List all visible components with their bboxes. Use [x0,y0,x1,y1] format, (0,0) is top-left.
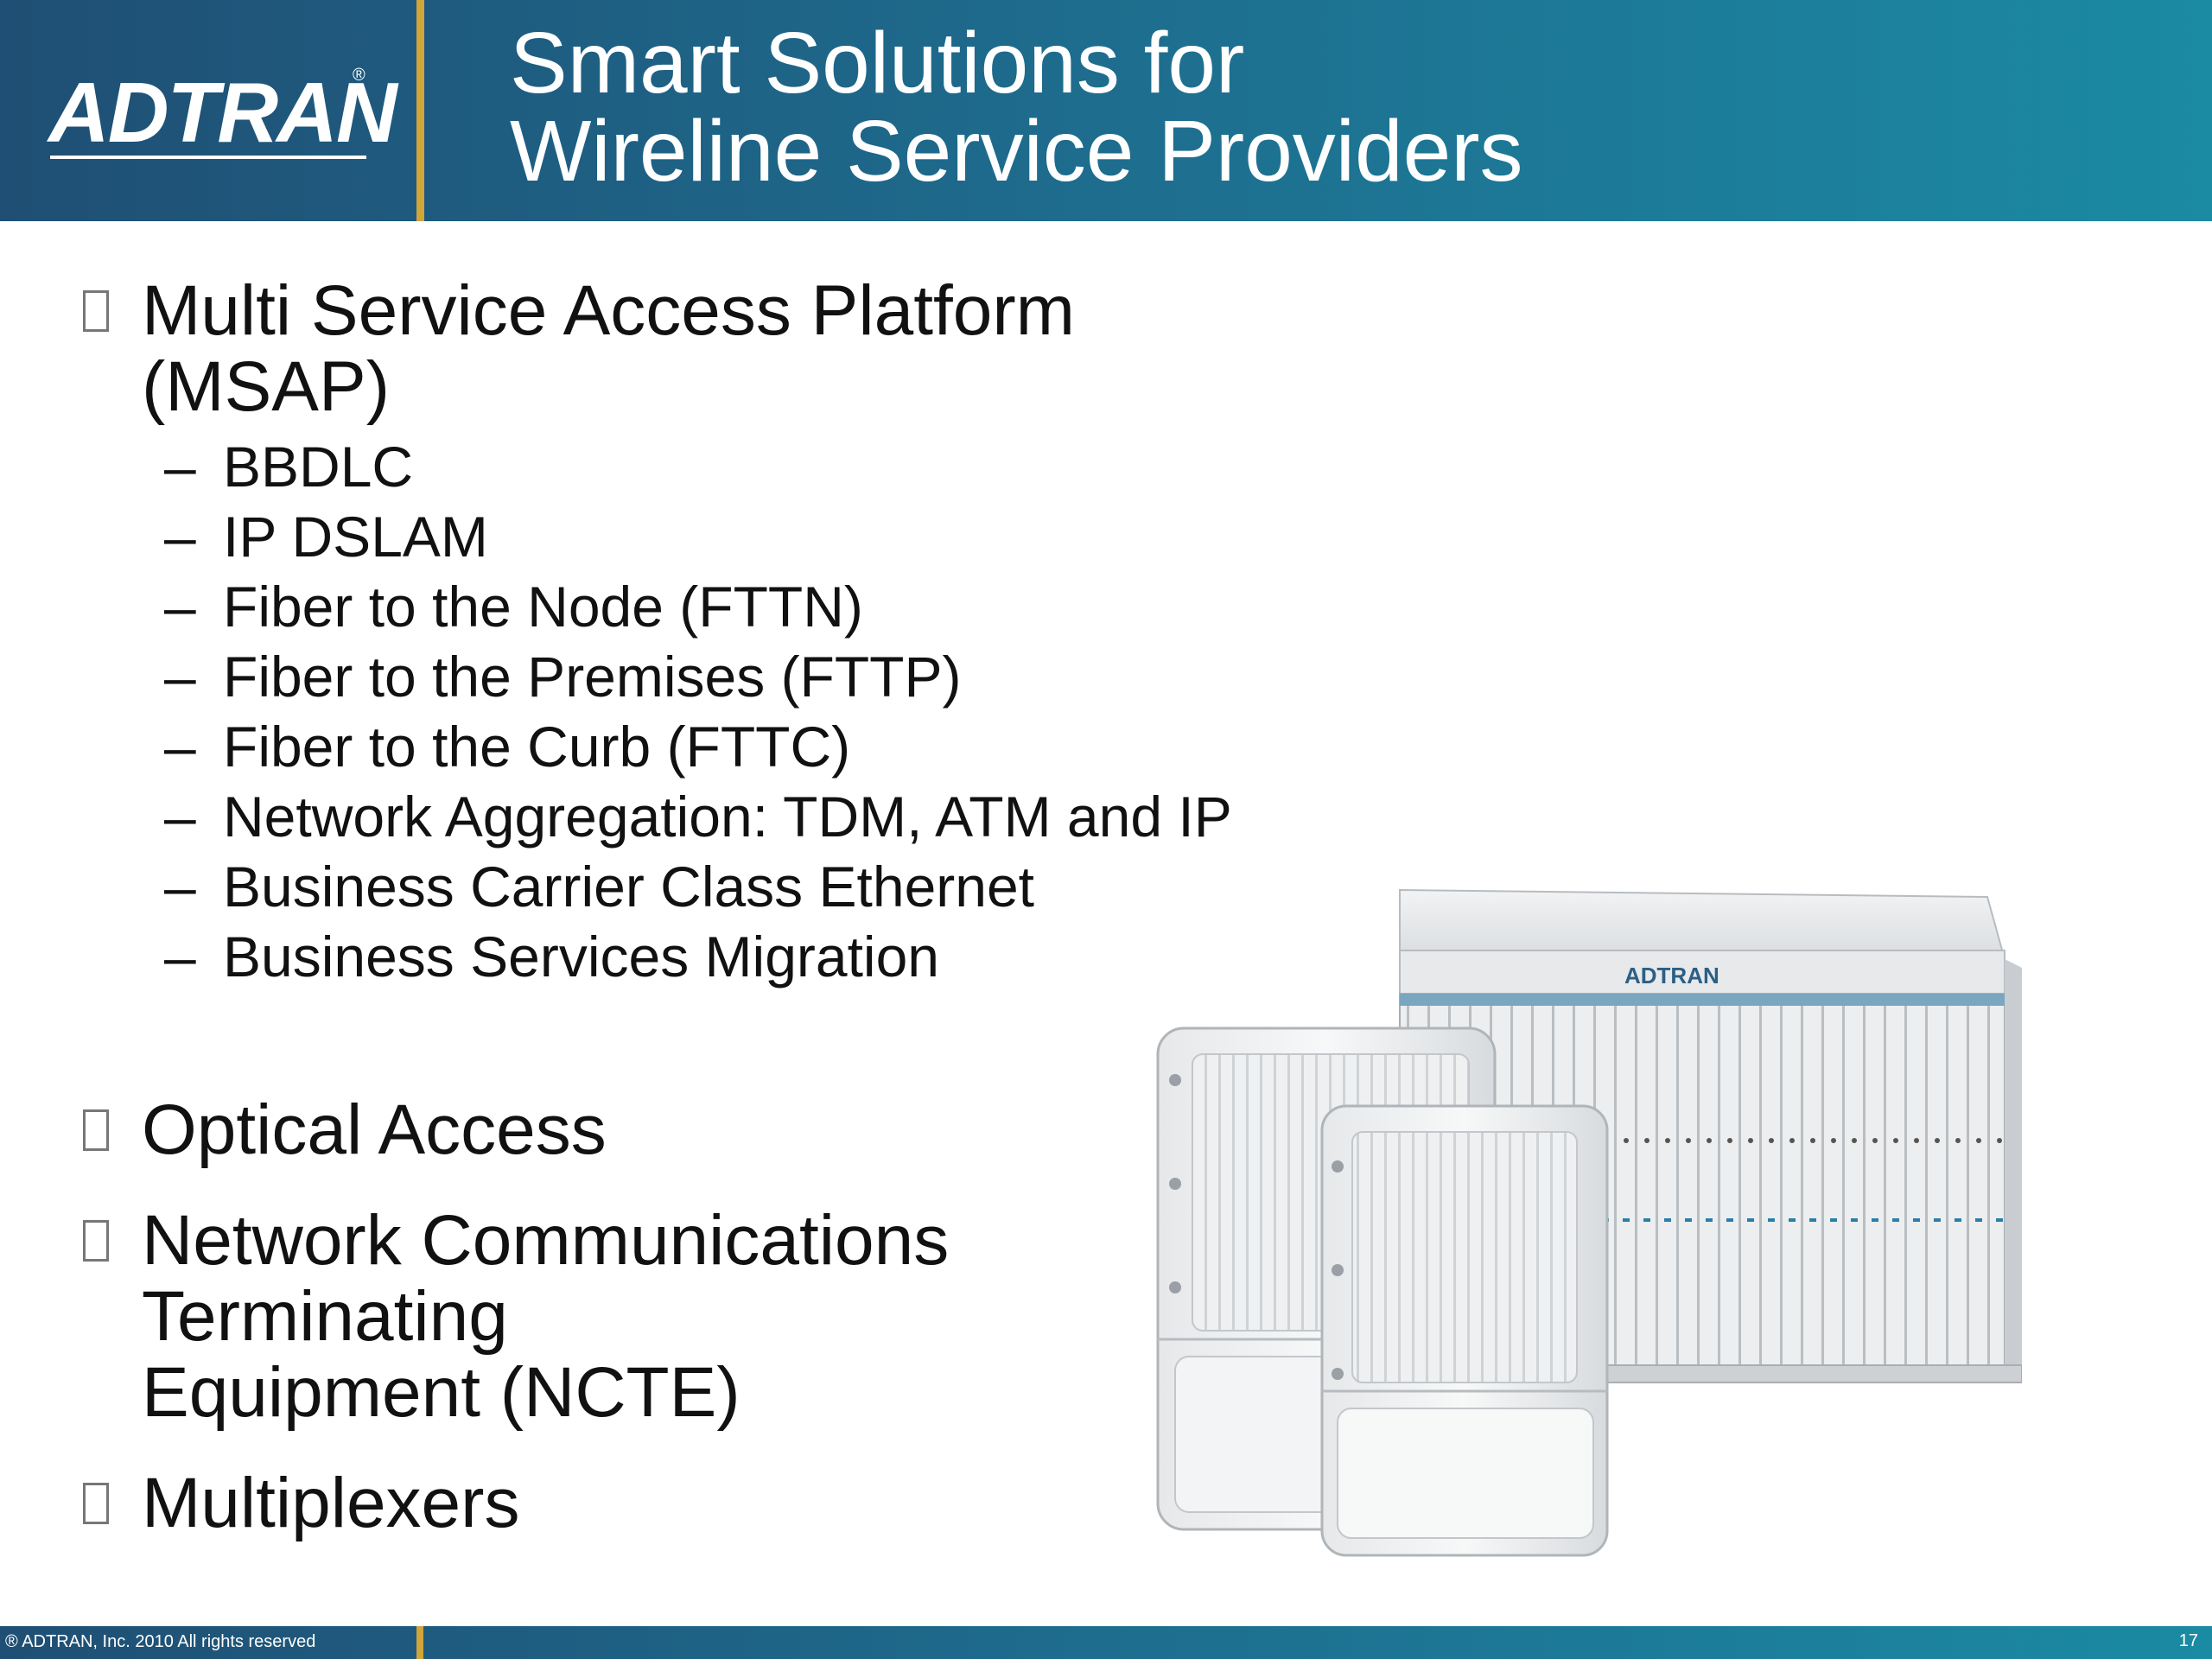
logo-registered-mark: ® [353,66,365,85]
title-line-2: Wireline Service Providers [510,103,1523,200]
copyright-text: ® ADTRAN, Inc. 2010 All rights reserved [5,1632,316,1651]
sub-item-text: Business Services Migration [223,925,939,988]
dash-icon: – [164,575,196,639]
title-line-1: Smart Solutions for [510,15,1245,111]
sub-item-text: BBDLC [223,435,414,499]
bullet-box-icon [83,1483,109,1524]
bullet-text: Multi Service Access Platform [142,271,1075,350]
logo-underline [50,156,366,159]
sub-item-text: Fiber to the Node (FTTN) [223,575,863,639]
bullet-text: Network Communications [142,1201,950,1280]
bullet-text-cont: Equipment (NCTE) [142,1353,741,1432]
outdoor-cabinet-small [1320,1104,1609,1557]
sub-item: –Fiber to the Node (FTTN) [164,572,863,641]
sub-item: –Network Aggregation: TDM, ATM and IP [164,782,1232,851]
sub-item: –Fiber to the Premises (FTTP) [164,642,962,711]
page-number: 17 [2178,1631,2198,1650]
bullet-text: Optical Access [142,1090,607,1169]
dash-icon: – [164,925,196,988]
chassis-logo: ADTRAN [1624,963,1719,988]
bullet-box-icon [83,290,109,332]
dash-icon: – [164,785,196,849]
footer-gold-divider [416,1626,423,1659]
bullet-box-icon [83,1220,109,1262]
dash-icon: – [164,505,196,569]
dash-icon: – [164,715,196,779]
logo-area: ADTRAN ® [0,0,420,221]
header-gold-divider [416,0,424,221]
slide-footer: ® ADTRAN, Inc. 2010 All rights reserved … [0,1626,2212,1659]
sub-item-text: IP DSLAM [223,505,488,569]
adtran-logo: ADTRAN ® [48,60,397,164]
sub-item: –Business Carrier Class Ethernet [164,852,1034,921]
logo-text: ADTRAN [48,65,397,160]
bullet-text: Multiplexers [142,1464,520,1542]
sub-item: –Fiber to the Curb (FTTC) [164,712,850,781]
sub-item: –Business Services Migration [164,922,939,991]
sub-item: –BBDLC [164,432,413,501]
dash-icon: – [164,855,196,918]
bullet-text-cont: Terminating [142,1277,508,1356]
product-photo: ADTRAN [1156,888,2022,1557]
slide-header: ADTRAN ® Smart Solutions for Wireline Se… [0,0,2212,221]
sub-item-text: Business Carrier Class Ethernet [223,855,1035,918]
bullet-box-icon [83,1109,109,1151]
slide-title: Smart Solutions for Wireline Service Pro… [510,19,1523,195]
sub-item-text: Network Aggregation: TDM, ATM and IP [223,785,1232,849]
sub-item-text: Fiber to the Curb (FTTC) [223,715,851,779]
bullet-text-cont: (MSAP) [142,347,390,426]
dash-icon: – [164,435,196,499]
dash-icon: – [164,645,196,709]
sub-item-text: Fiber to the Premises (FTTP) [223,645,962,709]
sub-item: –IP DSLAM [164,502,488,571]
